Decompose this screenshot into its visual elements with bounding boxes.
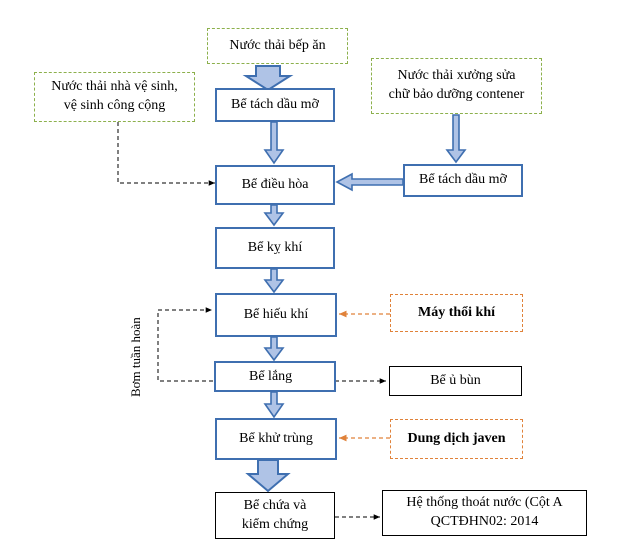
grease-trap-box-1: Bể tách dầu mỡ	[215, 88, 335, 122]
equalization-tank-box: Bể điều hòa	[215, 165, 335, 205]
flow-arrow-disinfection-to-storage	[245, 459, 291, 493]
drainage-system-label-line2: QCTĐHN02: 2014	[430, 514, 539, 529]
javen-solution-label: Dung dịch javen	[407, 430, 506, 446]
workshop-wastewater-label-line1: Nước thải xưởng sửa	[397, 68, 516, 84]
flow-arrow-aerobic-to-settling	[263, 336, 285, 362]
air-blower-box: Máy thổi khí	[390, 294, 523, 332]
grease-trap-label-1: Bể tách dầu mỡ	[231, 96, 319, 112]
disinfection-tank-box: Bể khử trùng	[215, 418, 337, 460]
settling-tank-label: Bể lắng	[249, 369, 293, 384]
dashed-line-recirculation-loop	[157, 307, 213, 382]
flow-arrow-settling-to-disinfection	[263, 391, 285, 419]
flow-arrow-workshop-to-grease-trap	[445, 114, 467, 164]
flow-arrow-grease-trap2-to-equalization	[335, 172, 404, 192]
drainage-system-label-line1: Hệ thống thoát nước (Cột A	[406, 495, 563, 511]
recirculation-pump-label: Bơm tuần hoàn	[128, 317, 143, 397]
air-blower-label: Máy thổi khí	[417, 304, 495, 320]
storage-tank-label-line1: Bể chứa và	[243, 497, 307, 513]
anaerobic-tank-box: Bể kỵ khí	[215, 227, 335, 269]
toilet-wastewater-label-line1: Nước thải nhà vệ sinh,	[51, 79, 178, 95]
aerobic-tank-label: Bể hiếu khí	[243, 306, 309, 322]
flow-arrow-grease-trap-to-equalization	[263, 121, 285, 165]
javen-solution-box: Dung dịch javen	[390, 419, 523, 459]
storage-tank-label-line2: kiểm chứng	[241, 516, 309, 532]
kitchen-wastewater-box: Nước thải bếp ăn	[207, 28, 348, 64]
grease-trap-label-2: Bể tách dầu mỡ	[419, 172, 507, 188]
flow-arrow-equalization-to-anaerobic	[263, 204, 285, 227]
kitchen-wastewater-label: Nước thải bếp ăn	[229, 37, 326, 53]
sludge-tank-label: Bể ủ bùn	[430, 372, 481, 388]
toilet-wastewater-box: Nước thải nhà vệ sinh, vệ sinh công cộng	[34, 72, 195, 122]
anaerobic-tank-label: Bể kỵ khí	[247, 239, 303, 255]
equalization-tank-label: Bể điều hòa	[241, 176, 309, 192]
aerobic-tank-box: Bể hiếu khí	[215, 293, 337, 337]
dashed-line-toilet-to-equalization	[117, 122, 215, 186]
storage-tank-box: Bể chứa và kiểm chứng	[215, 492, 335, 539]
flow-arrow-anaerobic-to-aerobic	[263, 268, 285, 294]
grease-trap-box-2: Bể tách dầu mỡ	[403, 164, 523, 197]
drainage-system-box: Hệ thống thoát nước (Cột A QCTĐHN02: 201…	[382, 490, 587, 536]
workshop-wastewater-box: Nước thải xưởng sửa chữ bảo dưỡng conten…	[371, 58, 542, 114]
workshop-wastewater-label-line2: chữ bảo dưỡng contener	[388, 87, 525, 102]
sludge-tank-box: Bể ủ bùn	[389, 366, 522, 396]
settling-tank-box: Bể lắng	[214, 361, 336, 392]
flow-arrow-kitchen-to-grease-trap	[242, 65, 294, 92]
disinfection-tank-label: Bể khử trùng	[239, 430, 313, 446]
toilet-wastewater-label-line2: vệ sinh công cộng	[63, 98, 166, 113]
